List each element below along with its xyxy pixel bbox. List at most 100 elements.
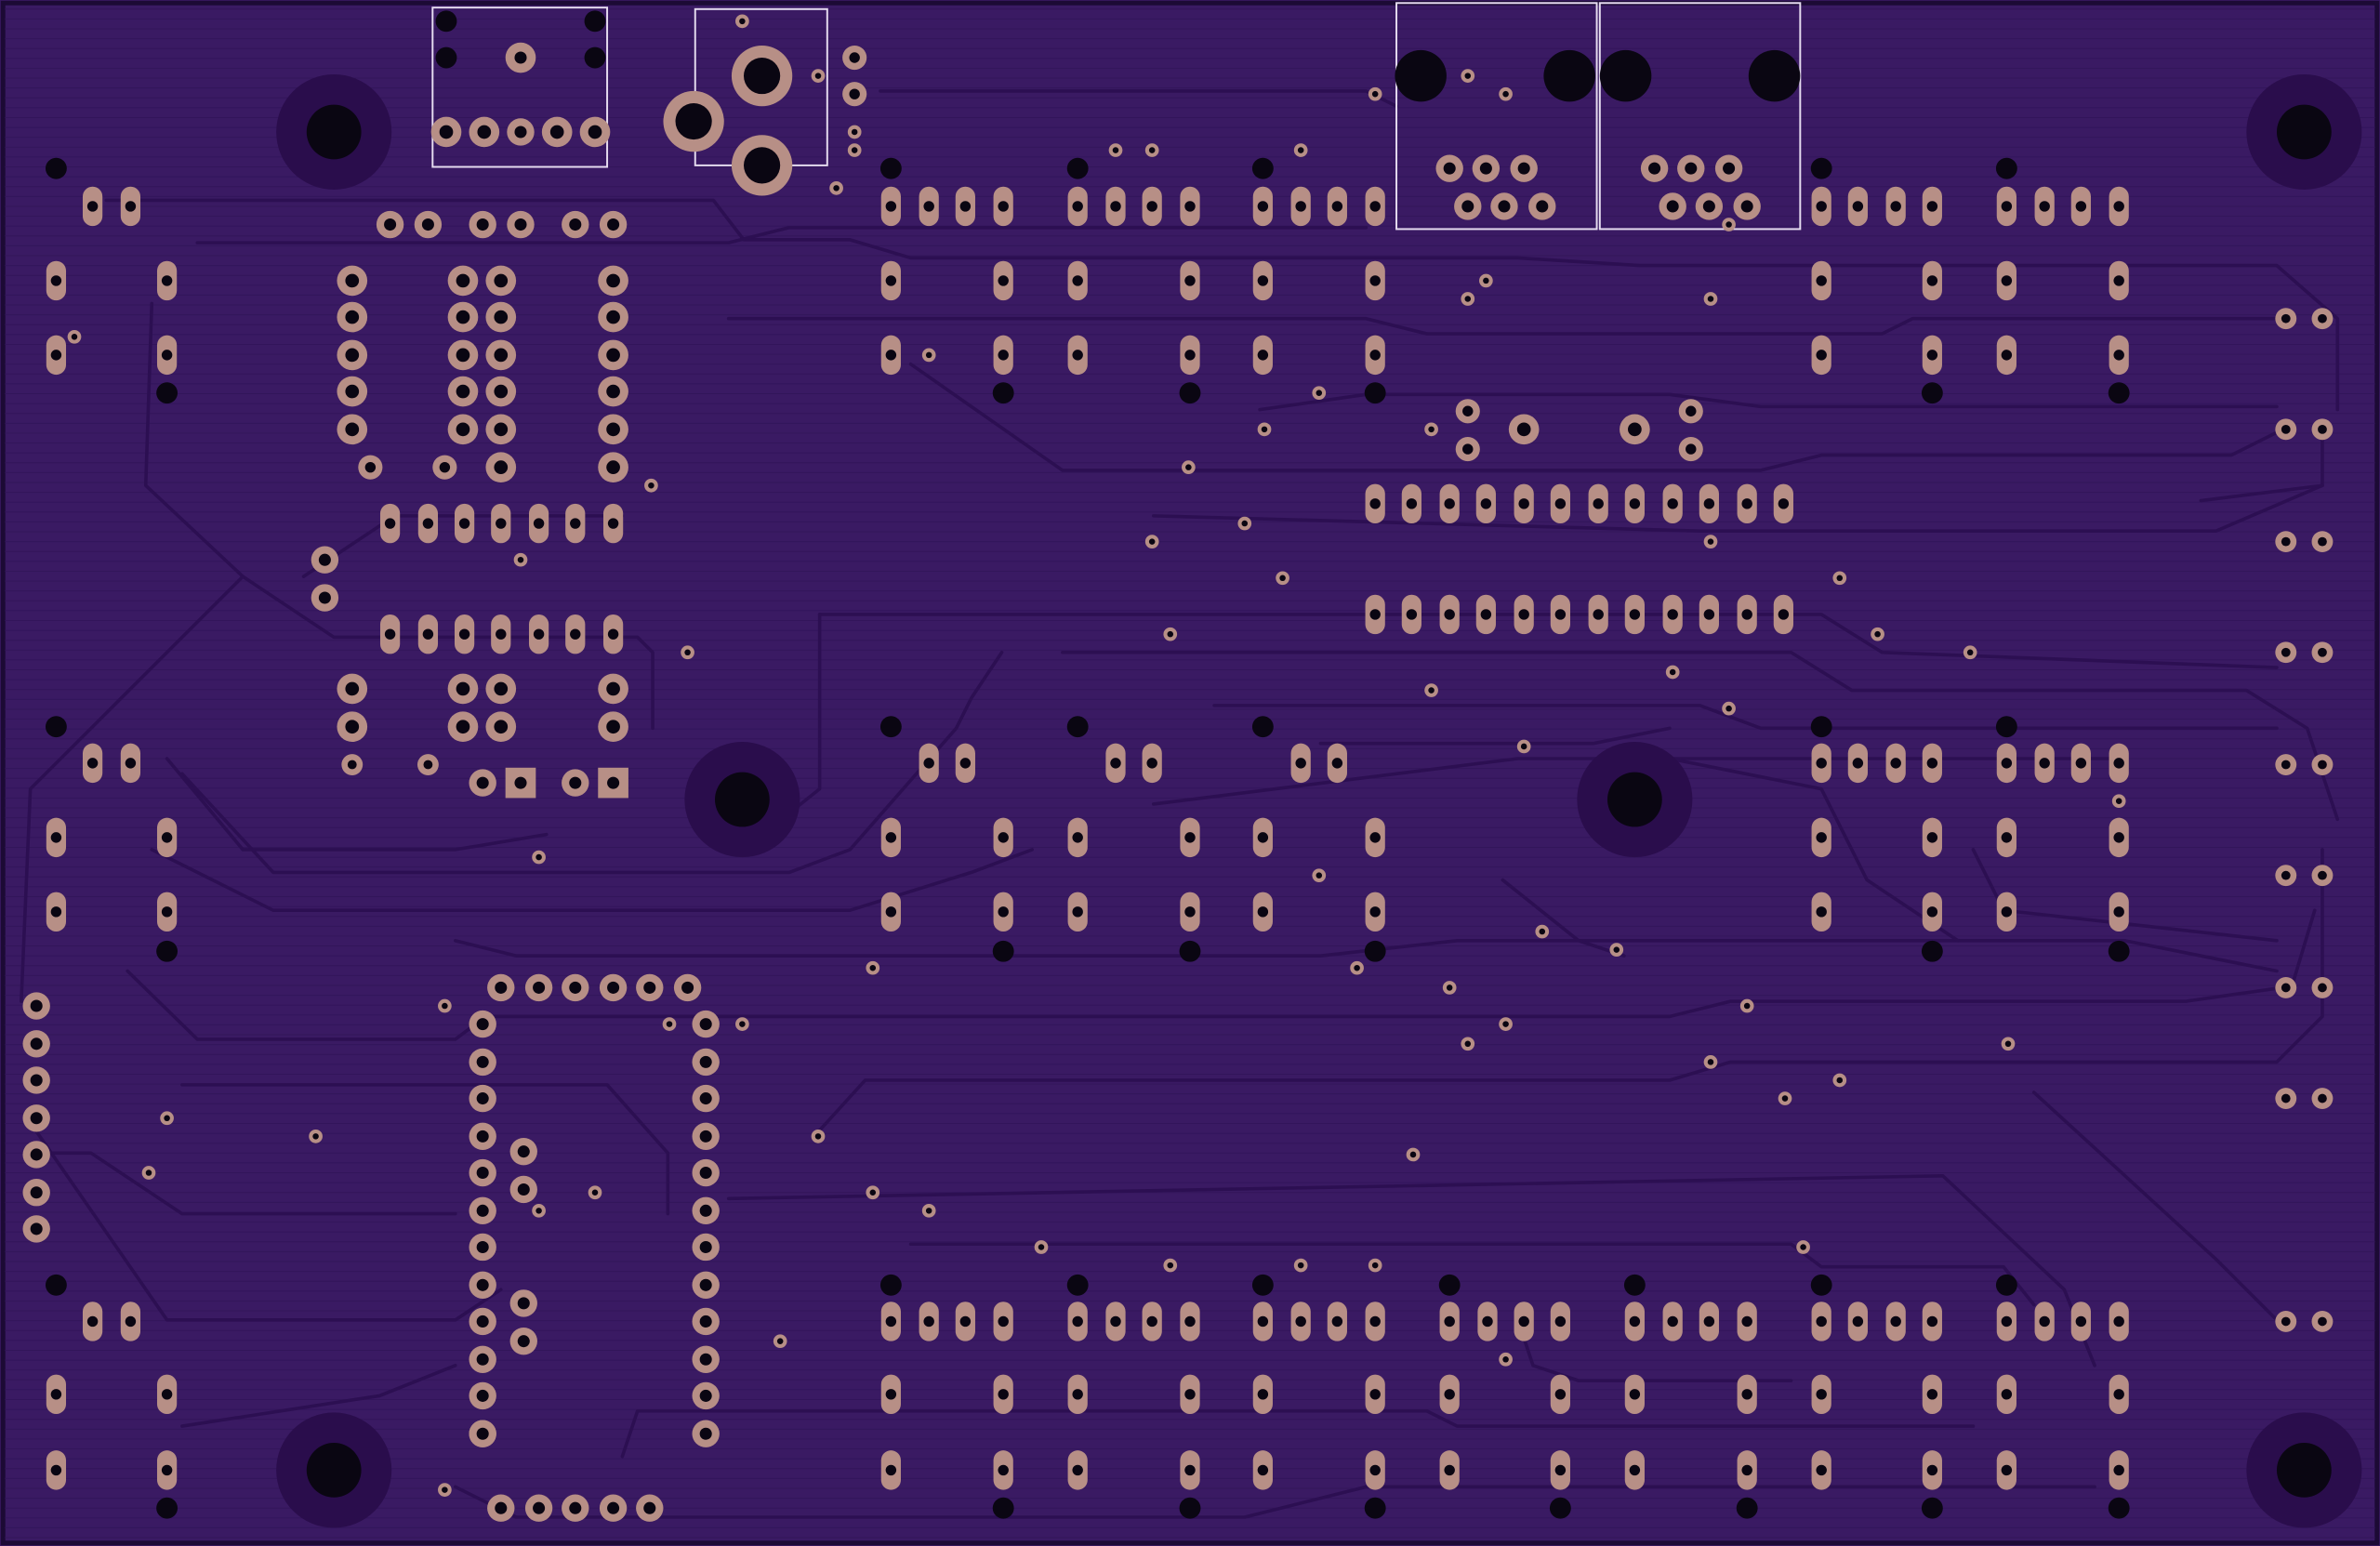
drill-hole [2075, 758, 2087, 769]
drill-hit [1810, 1274, 1832, 1296]
drill-hole [318, 591, 331, 604]
drill-hole [476, 1130, 489, 1143]
drill-hole [1816, 906, 1827, 918]
drill-hole [1257, 201, 1269, 212]
trace [1318, 726, 1672, 746]
via-drill [1316, 872, 1323, 879]
via-drill [145, 1169, 152, 1176]
drill-hole [345, 720, 360, 734]
trace [726, 316, 2279, 336]
drill-hole [30, 1148, 43, 1161]
drill-hole [345, 273, 360, 288]
jack-mounting-hole [1599, 49, 1652, 102]
drill-hole [849, 52, 860, 63]
drill-hole [699, 1427, 712, 1440]
drill-hole [2318, 1316, 2327, 1327]
drill-hit [156, 1497, 178, 1519]
drill-hole [456, 422, 470, 437]
drill-hole [923, 1315, 934, 1328]
drill-hole [2113, 201, 2124, 212]
drill-hole [1072, 1315, 1083, 1328]
drill-hole [2318, 870, 2327, 880]
drill-hole [1072, 906, 1083, 918]
drill-hit [1066, 157, 1089, 179]
drill-hole [1629, 609, 1641, 620]
via-drill [1539, 928, 1546, 935]
via-drill [442, 1002, 448, 1010]
silkscreen-outline [1598, 2, 1802, 231]
via-drill [869, 964, 877, 971]
jack-mounting-hole [1395, 49, 1447, 102]
drill-hole [1666, 200, 1679, 213]
drill-hit [2108, 940, 2130, 962]
drill-hole [1852, 201, 1864, 212]
drill-hole [699, 1353, 712, 1366]
via-drill [925, 351, 932, 359]
drill-hole [161, 275, 173, 286]
drill-hole [1072, 275, 1083, 286]
drill-hole [699, 1278, 712, 1291]
drill-hole [30, 999, 43, 1012]
drill-hole [1741, 1389, 1752, 1400]
drill-hole [885, 1389, 897, 1400]
drill-hole [1184, 832, 1196, 843]
drill-hole [643, 1501, 656, 1514]
drill-hit [1921, 1497, 1943, 1519]
drill-hole [1926, 350, 1938, 361]
drill-hit [1921, 940, 1943, 962]
drill-hole [1184, 1389, 1196, 1400]
drill-hit [1066, 1274, 1089, 1296]
drill-hole [1444, 1389, 1455, 1400]
drill-hit [2108, 382, 2130, 404]
drill-hole [699, 1167, 712, 1180]
drill-hole [1072, 1464, 1083, 1476]
drill-hole [1444, 498, 1455, 509]
via-drill [1464, 73, 1472, 79]
drill-hole [606, 681, 620, 696]
drill-hole [494, 273, 509, 288]
drill-hit [992, 940, 1014, 962]
drill-hole [476, 776, 489, 789]
via-drill [1836, 575, 1844, 582]
drill-hit [1066, 716, 1089, 738]
drill-hit [156, 940, 178, 962]
via-drill [1297, 1262, 1304, 1269]
drill-hole [1146, 201, 1157, 212]
via-drill [1707, 296, 1714, 302]
trace [20, 575, 245, 1003]
drill-hole [1926, 275, 1938, 286]
drill-hole [2039, 758, 2050, 769]
drill-hole [1369, 275, 1381, 286]
drill-hole [533, 981, 546, 994]
drill-hole [1146, 758, 1157, 769]
trace [2199, 483, 2324, 503]
drill-hole [1369, 832, 1381, 843]
drill-hit [584, 46, 606, 69]
drill-hole [1480, 498, 1492, 509]
drill-hole [1369, 906, 1381, 918]
drill-hole [1369, 201, 1381, 212]
drill-hole [998, 350, 1009, 361]
drill-hole [1629, 1389, 1641, 1400]
trace [104, 198, 2340, 412]
via-drill [1371, 90, 1379, 98]
mounting-hole [1606, 772, 1662, 827]
via-drill [1185, 464, 1192, 470]
via-drill [536, 1208, 542, 1214]
drill-hole [2113, 1389, 2124, 1400]
drill-hole [1257, 1315, 1269, 1328]
drill-hole [2075, 1315, 2087, 1328]
drill-hole [2113, 350, 2124, 361]
via-drill [1502, 1021, 1509, 1027]
drill-hole [2001, 1464, 2013, 1476]
drill-hole [1257, 350, 1269, 361]
drill-hole [569, 776, 582, 789]
mounting-hole [2276, 1443, 2332, 1498]
drill-hole [699, 1130, 712, 1143]
drill-hole [86, 201, 99, 212]
drill-hole [50, 906, 62, 918]
drill-hole [1816, 275, 1827, 286]
drill-hole [2113, 832, 2124, 843]
drill-hole [161, 832, 173, 843]
